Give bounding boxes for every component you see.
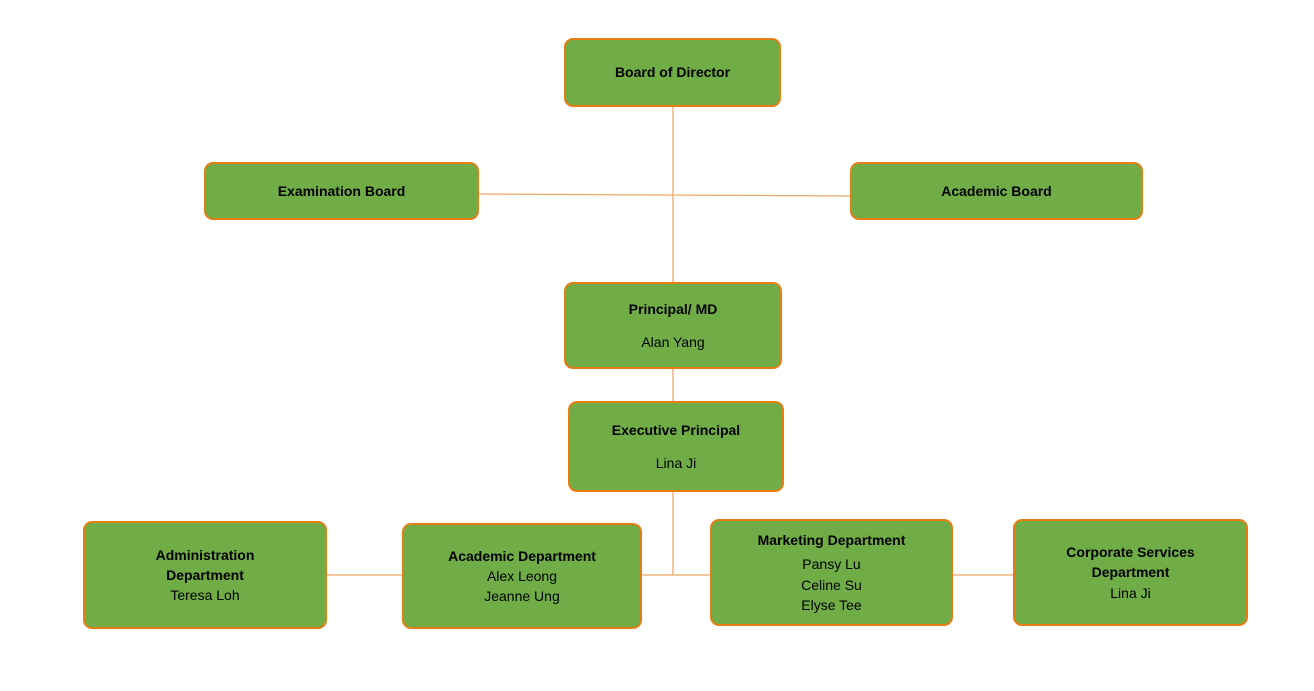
node-academic-department: Academic Department Alex Leong Jeanne Un…: [402, 523, 642, 629]
node-board-of-director: Board of Director: [564, 38, 781, 107]
node-marketing-department: Marketing Department Pansy Lu Celine Su …: [710, 519, 953, 626]
node-title: Corporate Services Department: [1066, 544, 1195, 581]
person-name: Alan Yang: [641, 333, 705, 350]
node-names: Alan Yang: [641, 332, 704, 352]
node-title: Administration Department: [155, 546, 255, 583]
connector-exam-to-academic-board: [477, 193, 853, 197]
person-name: Elyse Tee: [801, 596, 862, 613]
node-names: Teresa Loh: [170, 585, 239, 605]
node-administration-department: Administration Department Teresa Loh: [83, 521, 327, 629]
node-names: Lina Ji: [656, 453, 696, 473]
person-name: Teresa Loh: [170, 587, 240, 604]
node-title: Academic Board: [941, 182, 1052, 199]
node-title: Principal/ MD: [628, 301, 718, 318]
node-title: Board of Director: [614, 64, 731, 81]
person-name: Lina Ji: [655, 454, 697, 471]
person-name: Jeanne Ung: [484, 588, 560, 605]
person-name: Celine Su: [801, 576, 862, 593]
person-name: Alex Leong: [486, 567, 558, 584]
node-title: Executive Principal: [611, 422, 741, 439]
node-title: Examination Board: [277, 182, 406, 199]
node-title: Marketing Department: [757, 531, 906, 548]
node-executive-principal: Executive Principal Lina Ji: [568, 401, 784, 492]
node-academic-board: Academic Board: [850, 162, 1143, 220]
node-names: Alex Leong Jeanne Ung: [484, 566, 560, 607]
node-names: Lina Ji: [1110, 583, 1150, 603]
node-examination-board: Examination Board: [204, 162, 479, 220]
node-corporate-services-department: Corporate Services Department Lina Ji: [1013, 519, 1248, 626]
node-principal-md: Principal/ MD Alan Yang: [564, 282, 782, 369]
person-name: Pansy Lu: [802, 556, 861, 573]
node-title: Academic Department: [448, 547, 596, 564]
node-names: Pansy Lu Celine Su Elyse Tee: [801, 554, 862, 615]
person-name: Lina Ji: [1110, 584, 1151, 601]
